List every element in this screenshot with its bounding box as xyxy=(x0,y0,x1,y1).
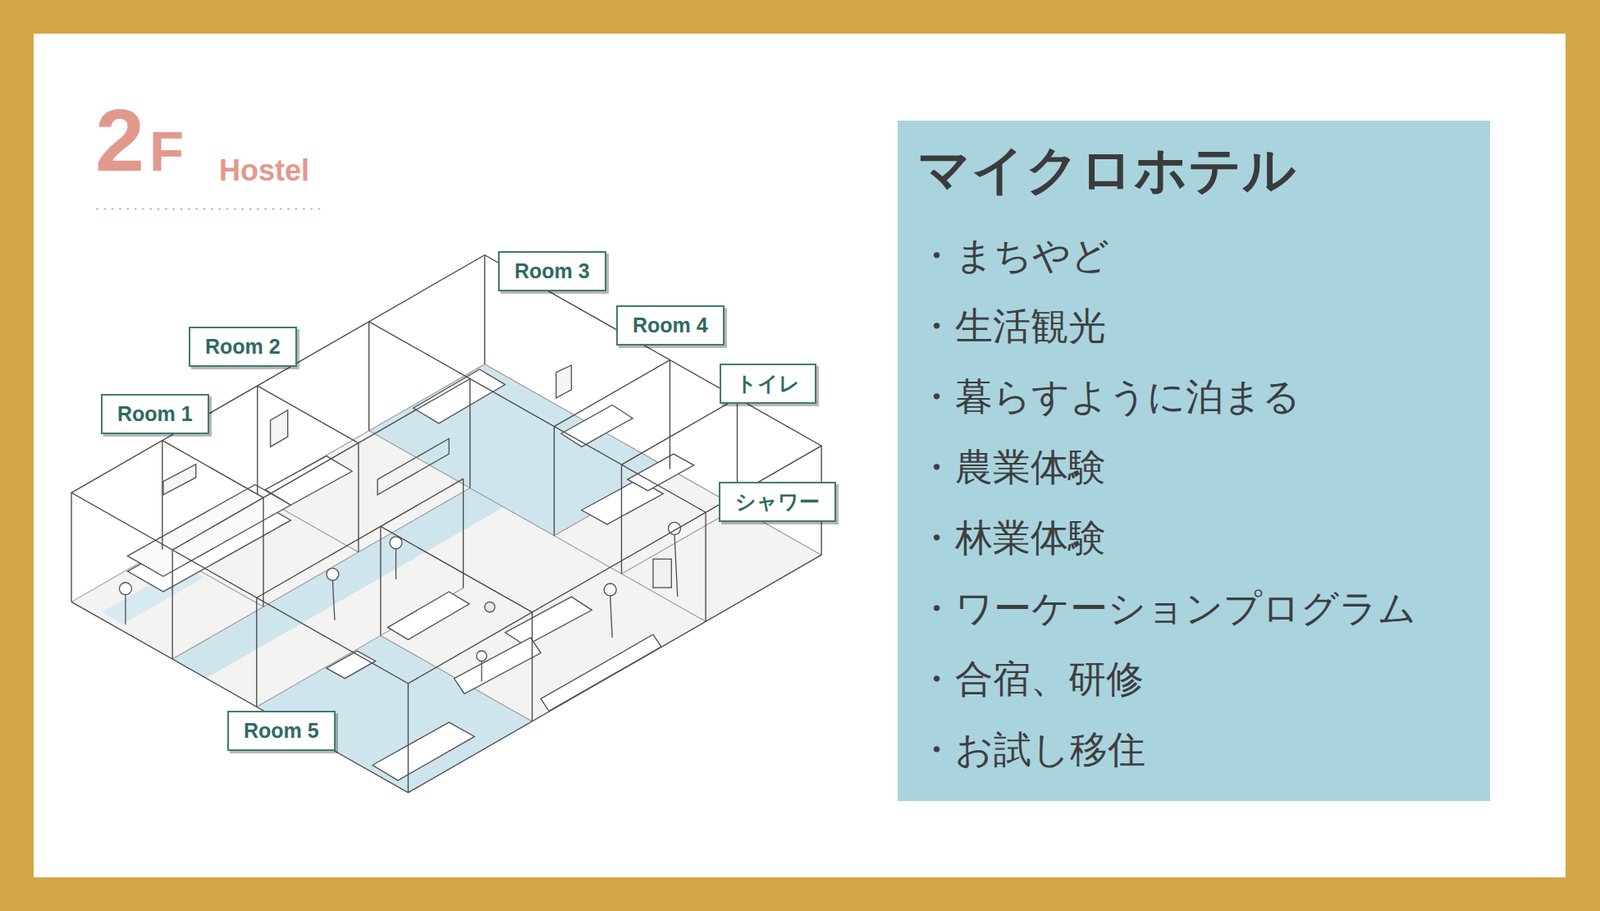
furniture xyxy=(377,438,449,494)
people xyxy=(326,567,339,581)
glass-walls xyxy=(161,440,163,550)
glass-walls xyxy=(407,683,409,793)
glass-walls xyxy=(256,385,258,495)
people xyxy=(119,582,133,595)
room-label: Room 2 xyxy=(190,328,296,366)
room-tag: Room 4 xyxy=(616,305,725,346)
glass-walls xyxy=(553,360,670,427)
room-tag: Room 3 xyxy=(498,251,607,292)
bullet-item: ・生活観光 xyxy=(917,290,1107,362)
bullet-item: ・合宿、研修 xyxy=(917,643,1144,714)
glass-walls xyxy=(357,443,359,553)
people xyxy=(484,601,495,612)
panel-heading: マイクロホテル xyxy=(917,137,1297,203)
glass-walls xyxy=(380,478,464,526)
room-label: トイレ xyxy=(721,365,815,403)
room-label: Room 5 xyxy=(228,712,334,750)
floor-lines xyxy=(71,364,822,722)
furniture xyxy=(627,453,695,491)
room-tag: Room 5 xyxy=(227,710,336,751)
glass-walls xyxy=(621,464,622,574)
floor xyxy=(71,364,822,793)
glass-walls xyxy=(368,321,370,431)
people xyxy=(476,650,487,661)
people xyxy=(610,595,613,638)
bullet-item: ・林業体験 xyxy=(917,502,1107,573)
furniture xyxy=(326,650,376,679)
people xyxy=(480,660,482,682)
glass-walls xyxy=(380,525,533,613)
info-panel: マイクロホテル・まちやど・生活観光・暮らすように泊まる・農業体験・林業体験・ワー… xyxy=(897,120,1491,801)
glass-walls xyxy=(172,379,471,551)
furniture xyxy=(270,410,288,448)
room-tag: Room 2 xyxy=(188,326,298,367)
glass-walls xyxy=(669,360,671,470)
glass-walls xyxy=(162,440,264,499)
glass-walls xyxy=(379,525,381,636)
furniture xyxy=(453,637,541,694)
room-label: Room 3 xyxy=(499,252,605,290)
bullet-item: ・まちやど xyxy=(917,219,1110,291)
furniture xyxy=(413,369,506,424)
glass-walls xyxy=(70,492,72,602)
furniture xyxy=(556,365,572,398)
furniture xyxy=(388,591,470,640)
title-rule xyxy=(96,208,325,211)
glass-walls xyxy=(462,478,464,588)
floor-lines xyxy=(369,430,706,622)
people xyxy=(674,534,678,597)
glass-walls xyxy=(621,397,737,465)
glass-walls xyxy=(484,255,485,365)
furniture xyxy=(540,634,662,711)
glass-walls xyxy=(256,597,257,707)
room-label: Room 1 xyxy=(102,395,208,433)
furniture xyxy=(163,464,197,495)
furniture xyxy=(653,558,672,588)
title-rule xyxy=(96,208,325,210)
bullet-item: ・ワーケーションプログラム xyxy=(917,572,1417,644)
room-tag: Room 1 xyxy=(100,393,210,435)
bullet-item: ・お試し移住 xyxy=(917,713,1146,785)
glass-walls xyxy=(531,612,533,722)
furniture xyxy=(561,404,633,447)
room-label: シャワー xyxy=(720,483,835,521)
floor xyxy=(71,364,822,793)
glass-walls xyxy=(257,385,359,444)
people xyxy=(119,521,682,682)
people xyxy=(395,548,397,580)
glass-walls xyxy=(369,321,706,512)
glass-walls xyxy=(171,549,173,659)
glass-walls xyxy=(469,379,471,489)
bullet-item: ・農業体験 xyxy=(917,431,1107,503)
people xyxy=(603,583,617,596)
bullet-item: ・暮らすように泊まる xyxy=(917,361,1301,432)
room-tag: シャワー xyxy=(718,481,837,522)
floor-lines xyxy=(256,635,381,707)
glass-walls xyxy=(71,554,822,793)
furniture xyxy=(372,722,475,781)
room-label: Room 4 xyxy=(617,306,723,344)
people xyxy=(332,580,334,620)
glass-walls xyxy=(262,497,264,607)
people xyxy=(389,536,403,549)
floor-title: 2F xyxy=(95,91,189,190)
furniture xyxy=(265,456,352,506)
glass-walls xyxy=(256,525,381,598)
floor xyxy=(369,364,671,536)
floor-lines xyxy=(71,364,822,603)
section-label: Hostel xyxy=(219,154,310,188)
glass-walls xyxy=(553,426,555,536)
furniture xyxy=(127,484,291,576)
room-tag: トイレ xyxy=(719,363,817,404)
glass-walls xyxy=(71,255,822,793)
people xyxy=(124,594,126,625)
glass-walls xyxy=(704,512,706,622)
